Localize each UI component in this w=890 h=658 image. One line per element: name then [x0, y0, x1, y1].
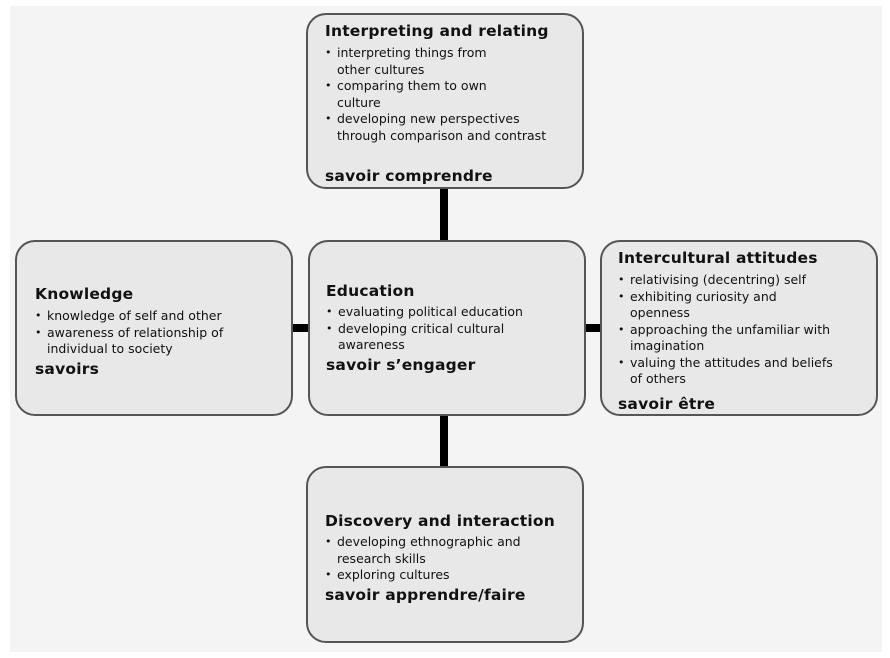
box-intercultural-attitudes: Intercultural attitudes relativising (de…	[600, 240, 878, 416]
savoir-label: savoir comprendre	[325, 167, 493, 185]
box-title: Interpreting and relating	[325, 22, 549, 40]
list-item: comparing them to own culture	[325, 78, 517, 111]
connector-top-center	[440, 189, 448, 241]
list-item: developing ethnographic and research ski…	[325, 534, 527, 567]
list-item: knowledge of self and other	[35, 308, 277, 325]
list-item: interpreting things from other cultures	[325, 45, 507, 78]
list-item: exhibiting curiosity and openness	[618, 289, 830, 322]
list-item: exploring cultures	[325, 567, 537, 584]
list-item: developing new perspectives through comp…	[325, 111, 557, 144]
box-interpreting-and-relating: Interpreting and relating interpreting t…	[306, 13, 584, 189]
list-item: approaching the unfamiliar with imaginat…	[618, 322, 855, 355]
box-item-list: relativising (decentring) self exhibitin…	[618, 272, 863, 388]
box-item-list: knowledge of self and other awareness of…	[35, 308, 265, 358]
list-item: evaluating political education	[326, 304, 583, 321]
box-title: Discovery and interaction	[325, 512, 555, 530]
box-item-list: evaluating political education developin…	[326, 304, 571, 354]
connector-left-center	[291, 324, 309, 332]
box-item-list: interpreting things from other cultures …	[325, 45, 555, 144]
box-title: Education	[326, 282, 415, 300]
connector-center-right	[584, 324, 602, 332]
savoir-label: savoir s’engager	[326, 356, 476, 374]
box-discovery-and-interaction: Discovery and interaction developing eth…	[306, 466, 584, 643]
list-item: awareness of relationship of individual …	[35, 325, 247, 358]
savoir-label: savoirs	[35, 360, 100, 378]
box-item-list: developing ethnographic and research ski…	[325, 534, 555, 584]
savoir-label: savoir être	[618, 395, 716, 413]
box-education: Education evaluating political education…	[308, 240, 586, 416]
list-item: developing critical cultural awareness	[326, 321, 553, 354]
list-item: valuing the attitudes and beliefs of oth…	[618, 355, 840, 388]
box-knowledge: Knowledge knowledge of self and other aw…	[15, 240, 293, 416]
connector-center-bottom	[440, 415, 448, 467]
box-title: Knowledge	[35, 285, 134, 303]
box-title: Intercultural attitudes	[618, 249, 818, 267]
list-item: relativising (decentring) self	[618, 272, 875, 289]
savoir-label: savoir apprendre/faire	[325, 586, 526, 604]
